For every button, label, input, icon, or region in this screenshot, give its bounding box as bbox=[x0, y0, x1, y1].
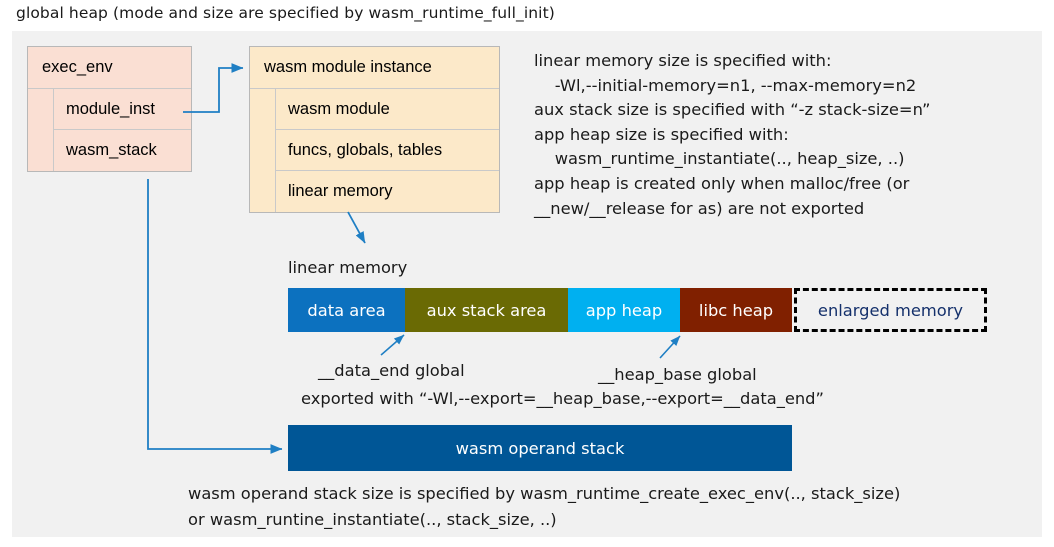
memory-segment-aux-stack-area: aux stack area bbox=[405, 288, 568, 332]
module-instance-row-wasm-module: wasm module bbox=[276, 89, 499, 130]
memory-segment-app-heap: app heap bbox=[568, 288, 680, 332]
module-instance-header: wasm module instance bbox=[250, 47, 499, 89]
module-instance-rowlist: wasm module funcs, globals, tables linea… bbox=[276, 89, 499, 212]
exec-env-box: exec_env module_inst wasm_stack bbox=[27, 46, 192, 172]
exec-env-header: exec_env bbox=[28, 47, 191, 89]
linear-memory-label: linear memory bbox=[288, 258, 408, 277]
memory-segment-enlarged-memory: enlarged memory bbox=[794, 288, 987, 332]
annotation-heap-base: __heap_base global bbox=[598, 365, 757, 384]
module-instance-box: wasm module instance wasm module funcs, … bbox=[249, 46, 500, 213]
annotation-data-end: __data_end global bbox=[318, 361, 465, 380]
exec-env-rowlist: module_inst wasm_stack bbox=[54, 89, 191, 171]
exec-env-rows: module_inst wasm_stack bbox=[28, 89, 191, 171]
memory-segment-libc-heap: libc heap bbox=[680, 288, 792, 332]
exec-env-row-wasm-stack: wasm_stack bbox=[54, 130, 191, 171]
configuration-notes: linear memory size is specified with: -W… bbox=[534, 51, 931, 218]
exec-env-row-module-inst: module_inst bbox=[54, 89, 191, 130]
module-instance-row-funcs-globals-tables: funcs, globals, tables bbox=[276, 130, 499, 171]
annotation-exported: exported with “-Wl,--export=__heap_base,… bbox=[301, 389, 824, 408]
module-instance-indent bbox=[250, 89, 276, 212]
page-title: global heap (mode and size are specified… bbox=[16, 4, 555, 22]
operand-stack-box: wasm operand stack bbox=[288, 425, 792, 471]
annotation-operand-stack-size: wasm operand stack size is specified by … bbox=[188, 484, 901, 529]
module-instance-rows: wasm module funcs, globals, tables linea… bbox=[250, 89, 499, 212]
memory-segment-data-area: data area bbox=[288, 288, 405, 332]
operand-stack-label: wasm operand stack bbox=[455, 438, 625, 458]
module-instance-row-linear-memory: linear memory bbox=[276, 171, 499, 212]
exec-env-indent bbox=[28, 89, 54, 171]
